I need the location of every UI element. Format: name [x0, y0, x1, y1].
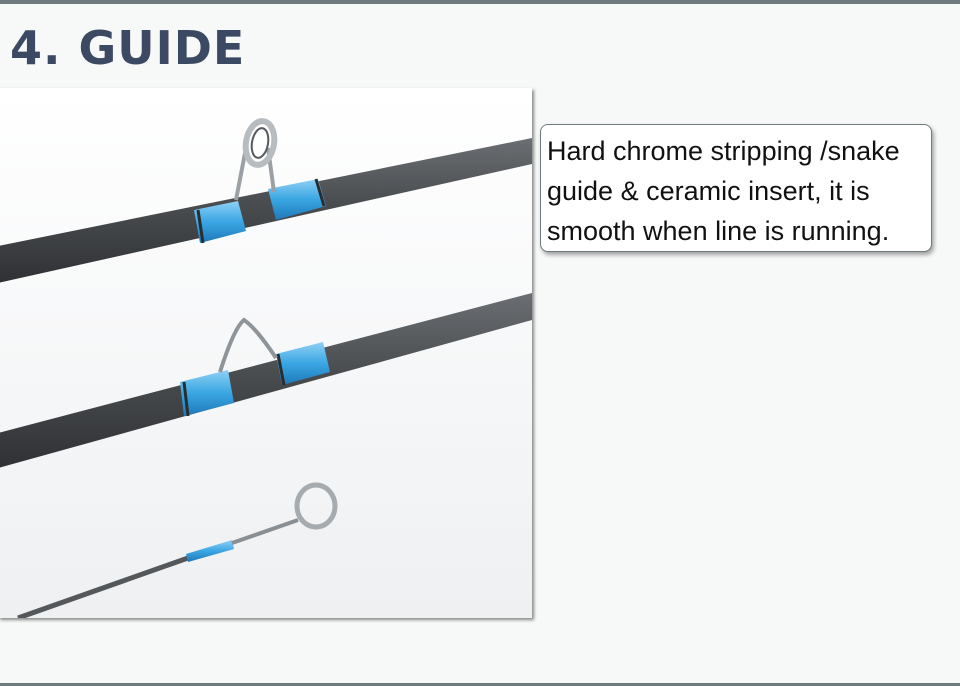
callout-text: Hard chrome stripping /snake guide & cer…	[547, 136, 900, 246]
page-title: 4. GUIDE	[10, 21, 246, 75]
top-rule	[0, 0, 960, 4]
rod-1	[0, 118, 532, 283]
rod-2	[0, 293, 532, 468]
bottom-rule	[0, 683, 960, 686]
feature-callout: Hard chrome stripping /snake guide & cer…	[540, 124, 932, 252]
product-photo	[0, 88, 532, 618]
rod-3-tip	[17, 482, 338, 618]
